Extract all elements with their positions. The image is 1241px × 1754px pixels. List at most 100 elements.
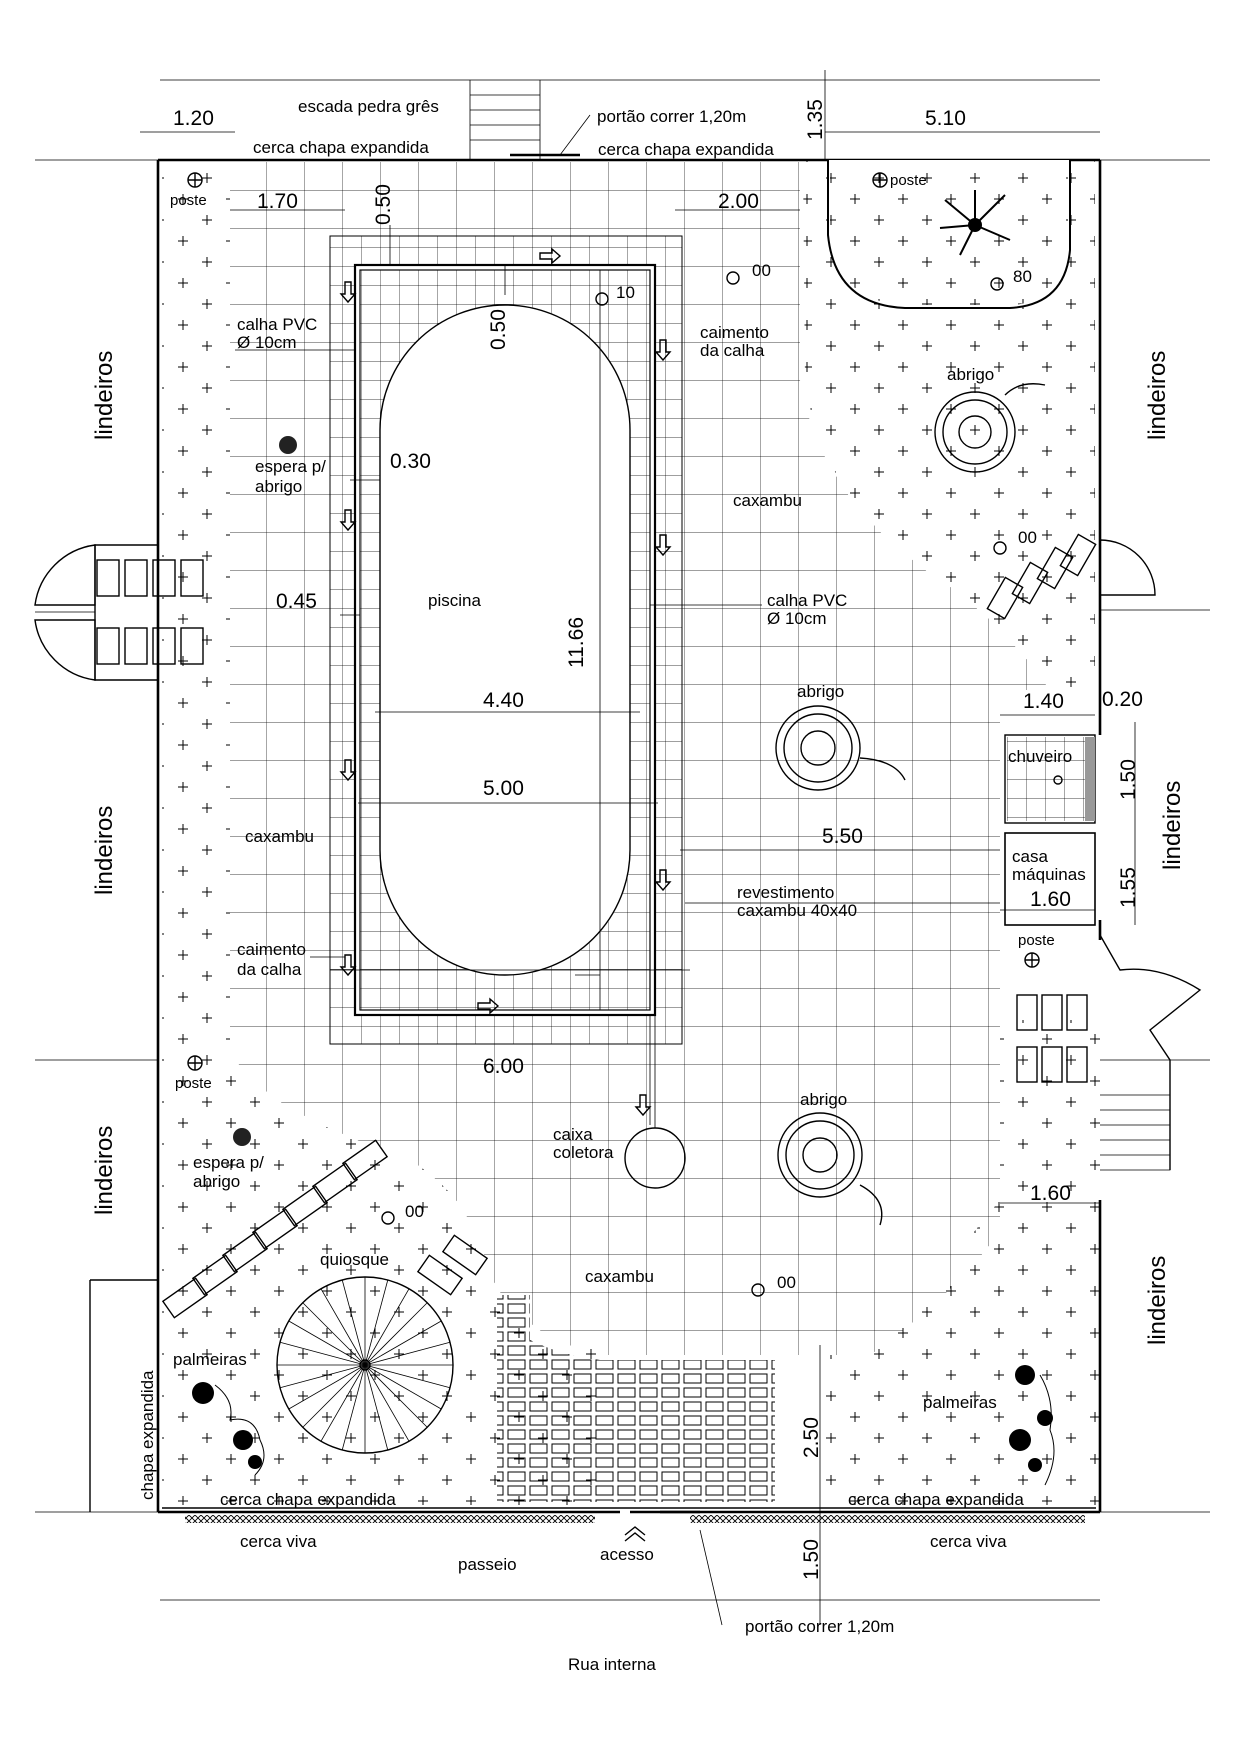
dim-1-55: 1.55 <box>1117 867 1140 908</box>
level-labels: 00 10 80 00 00 00 <box>405 261 1037 1292</box>
label-slope-2: caimento <box>237 940 306 959</box>
kiosk-roof-spoke <box>364 1320 442 1366</box>
kiosk <box>276 1276 454 1454</box>
label-cladding-b: caxambu 40x40 <box>737 901 857 920</box>
label-hookup-1b: abrigo <box>255 477 302 496</box>
shelter-middle <box>775 705 906 791</box>
palms-bottom-right <box>1009 1365 1055 1486</box>
label-street: Rua interna <box>568 1655 656 1674</box>
right-diagonal-sunbeds <box>986 533 1097 620</box>
label-pool: piscina <box>428 591 481 610</box>
dim-11-66: 11.66 <box>565 617 588 668</box>
kiosk-roof-spoke <box>364 1288 410 1366</box>
label-slope-1b: da calha <box>700 341 765 360</box>
label-shower: chuveiro <box>1008 747 1072 766</box>
dimension-labels: 1.20 1.35 5.10 1.70 0.50 2.00 0.50 0.30 … <box>173 99 1143 1580</box>
label-gutter-2b: Ø 10cm <box>767 609 827 628</box>
hedge-row-right <box>690 1515 1085 1523</box>
dim-0-20: 0.20 <box>1102 688 1143 711</box>
label-cladding: revestimento <box>737 883 834 902</box>
kiosk-roof-spoke <box>279 1341 366 1366</box>
level-00-a: 00 <box>752 261 771 280</box>
kiosk-roof-spoke <box>302 1364 366 1428</box>
left-bump-out <box>94 544 158 681</box>
right-door <box>1099 539 1156 596</box>
label-shelter-3: abrigo <box>800 1090 847 1109</box>
label-stairs: escada pedra grês <box>298 97 439 116</box>
label-sidewalk: passeio <box>458 1555 517 1574</box>
label-gate-bottom: portão correr 1,20m <box>745 1617 894 1636</box>
label-neighbors-2: lindeiros <box>91 806 118 895</box>
lawn-left-strip <box>162 165 600 1505</box>
dim-6-00: 6.00 <box>483 1055 524 1078</box>
label-neighbors-3: lindeiros <box>91 1126 118 1215</box>
right-sunbeds <box>1016 994 1088 1083</box>
kiosk-roof-spoke <box>364 1364 442 1410</box>
label-fence-bottom-right: cerca chapa expandida <box>848 1490 1024 1509</box>
dim-5-50: 5.50 <box>822 825 863 848</box>
dim-1-50-a: 1.50 <box>1117 759 1140 800</box>
label-fence-bottom-left: cerca chapa expandida <box>220 1490 396 1509</box>
kiosk-roof-spoke <box>302 1302 366 1366</box>
level-00-b: 00 <box>1018 528 1037 547</box>
pool-basin <box>379 304 631 976</box>
shelter-hookup-1 <box>279 436 297 454</box>
top-stairs <box>469 80 580 160</box>
dim-1-20: 1.20 <box>173 107 214 130</box>
label-palms-1: palmeiras <box>173 1350 247 1369</box>
shelter-bottom <box>777 1112 883 1226</box>
dimension-lines <box>140 70 1136 1625</box>
kiosk-roof-spoke <box>364 1364 410 1442</box>
label-post-1: poste <box>170 192 207 209</box>
label-machine-1: casa <box>1012 847 1048 866</box>
level-00-d: 00 <box>777 1273 796 1292</box>
label-shelter-2: abrigo <box>797 682 844 701</box>
label-hookup-2: espera p/ <box>193 1153 264 1172</box>
hedge-row-left <box>185 1515 595 1523</box>
light-posts <box>187 172 1040 1071</box>
dim-0-50-b: 0.50 <box>487 309 510 350</box>
dim-0-45: 0.45 <box>276 590 317 613</box>
label-caxambu-1: caxambu <box>733 491 802 510</box>
entrance-pavers <box>497 1295 775 1502</box>
label-mesh-side: chapa expandida <box>138 1370 157 1500</box>
level-markers <box>381 271 1007 1297</box>
label-post-3: poste <box>1018 932 1055 949</box>
palm-tree-top <box>939 190 1011 256</box>
label-fence-top-right: cerca chapa expandida <box>598 140 774 159</box>
level-10: 10 <box>616 283 635 302</box>
kiosk-roof-spoke <box>341 1364 366 1451</box>
kiosk-sunbeds <box>161 1139 489 1319</box>
kiosk-roof-spoke <box>364 1302 428 1366</box>
label-kiosk: quiosque <box>320 1250 389 1269</box>
label-caxambu-2: caxambu <box>245 827 314 846</box>
label-hedge-1: cerca viva <box>240 1532 317 1551</box>
label-access: acesso <box>600 1545 654 1564</box>
dim-0-30: 0.30 <box>390 450 431 473</box>
label-caxambu-3: caxambu <box>585 1267 654 1286</box>
kiosk-roof-spoke <box>364 1364 389 1451</box>
label-neighbors-4: lindeiros <box>1144 351 1171 440</box>
kiosk-roof-spoke <box>341 1279 366 1366</box>
label-gate-top: portão correr 1,20m <box>597 107 746 126</box>
label-gutter-1b: Ø 10cm <box>237 333 297 352</box>
dim-1-70: 1.70 <box>257 190 298 213</box>
dim-0-50-a: 0.50 <box>372 184 395 225</box>
label-shelter-1: abrigo <box>947 365 994 384</box>
dim-4-40: 4.40 <box>483 689 524 712</box>
shower-room <box>1004 734 1096 824</box>
drain-arrows <box>339 247 672 1117</box>
dim-1-50-b: 1.50 <box>800 1539 823 1580</box>
label-machine-2: máquinas <box>1012 865 1086 884</box>
label-collector-1: caixa <box>553 1125 593 1144</box>
label-gutter-2: calha PVC <box>767 591 847 610</box>
dim-1-35: 1.35 <box>804 99 827 140</box>
neighbor-lines <box>35 79 1210 1601</box>
bottom-left-nook <box>89 1279 158 1512</box>
dim-1-60-b: 1.60 <box>1030 1182 1071 1205</box>
kiosk-roof-spoke <box>364 1279 389 1366</box>
shelter-hookup-2 <box>233 1128 251 1146</box>
leader-lines <box>235 114 1000 1626</box>
label-slope-2b: da calha <box>237 960 302 979</box>
label-post-2: poste <box>890 172 927 189</box>
